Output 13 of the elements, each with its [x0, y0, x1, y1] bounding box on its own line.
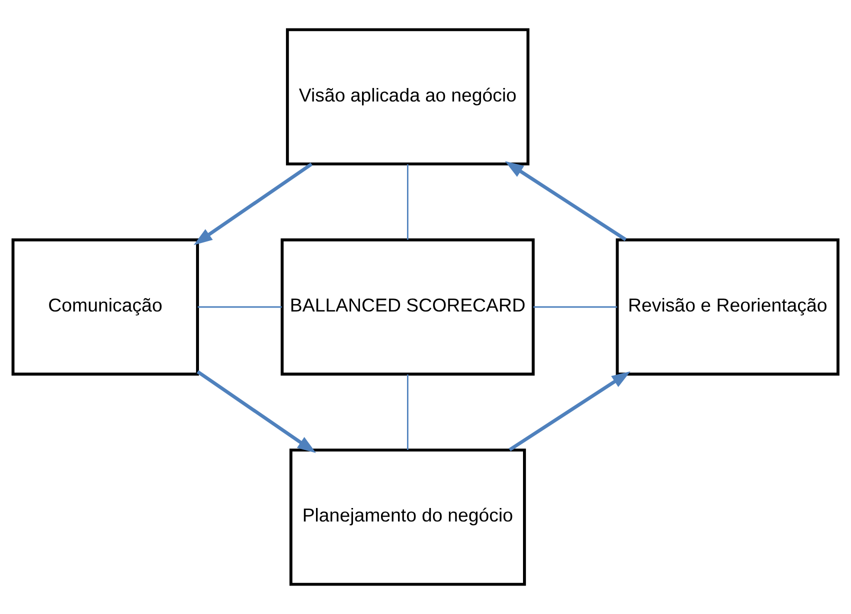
connector — [407, 164, 408, 240]
connector — [533, 306, 618, 308]
arrow — [504, 161, 627, 242]
node-box: Comunicação — [12, 238, 199, 376]
node-box: Revisão e Reorientação — [616, 238, 840, 376]
connector — [407, 374, 408, 450]
node-box: BALLANCED SCORECARD — [280, 238, 535, 376]
connector — [198, 306, 282, 308]
arrow — [508, 371, 630, 452]
node-box: Planejamento do negócio — [289, 448, 526, 586]
node-box: Visão aplicada ao negócio — [286, 28, 530, 166]
arrow — [196, 370, 316, 454]
arrow — [194, 162, 313, 246]
